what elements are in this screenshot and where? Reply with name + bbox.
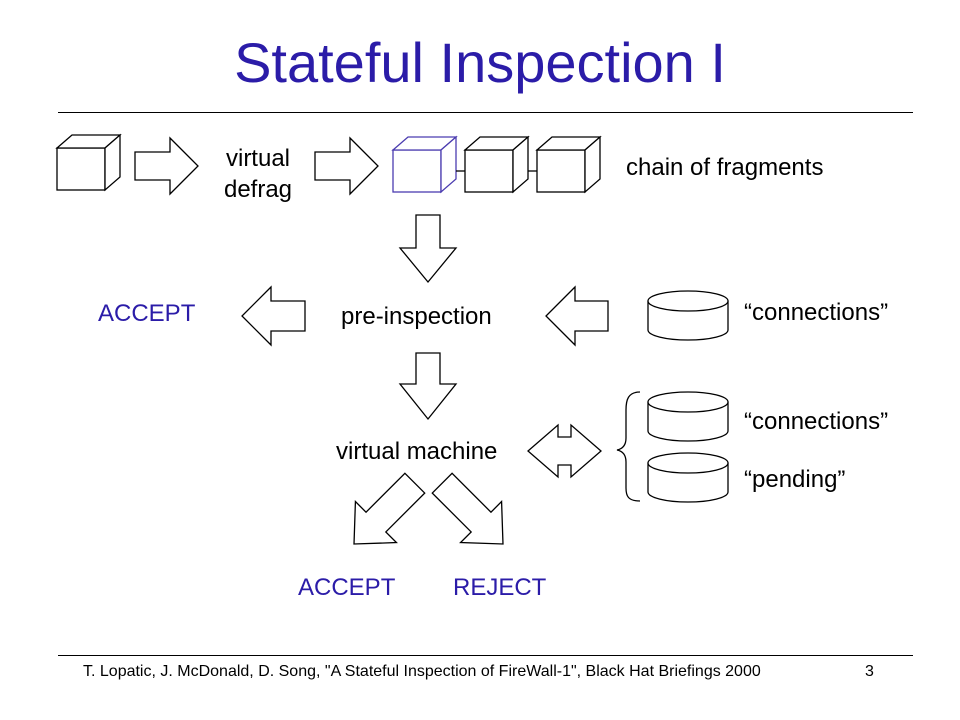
arrow-down-left-icon bbox=[353, 472, 426, 545]
virtual-machine-label: virtual machine bbox=[336, 438, 498, 465]
accept-label-bottom: ACCEPT bbox=[298, 574, 396, 601]
virtual-defrag-label-line2: defrag bbox=[223, 176, 293, 203]
slide-title: Stateful Inspection I bbox=[234, 31, 726, 94]
brace bbox=[616, 391, 641, 502]
footer-divider bbox=[58, 655, 913, 656]
chain-of-fragments-label: chain of fragments bbox=[626, 154, 824, 181]
fragment-cube-icon bbox=[535, 135, 602, 194]
arrow-down-right-icon bbox=[431, 472, 504, 545]
connections-database-icon bbox=[647, 290, 729, 341]
fragment-cube-icon bbox=[391, 135, 458, 194]
arrow-down-icon bbox=[398, 214, 458, 284]
pending-database-icon bbox=[647, 452, 729, 503]
accept-label-top: ACCEPT bbox=[98, 300, 196, 327]
reject-label: REJECT bbox=[453, 574, 547, 601]
pre-inspection-label: pre-inspection bbox=[341, 303, 492, 330]
connections-database-icon bbox=[647, 391, 729, 442]
fragment-cube-icon bbox=[463, 135, 530, 194]
packet-cube-icon bbox=[55, 133, 122, 192]
double-arrow-icon bbox=[527, 423, 602, 479]
title-divider bbox=[58, 112, 913, 113]
arrow-right-icon bbox=[314, 136, 379, 196]
connections-label: “connections” bbox=[744, 299, 889, 326]
connections-table-label: “connections” bbox=[744, 408, 889, 435]
arrow-down-icon bbox=[398, 352, 458, 421]
virtual-defrag-label-line1: virtual bbox=[225, 145, 291, 172]
arrow-right-icon bbox=[134, 136, 199, 196]
page-number: 3 bbox=[865, 663, 874, 680]
arrow-left-icon bbox=[241, 285, 306, 347]
arrow-left-icon bbox=[545, 285, 609, 347]
pending-table-label: “pending” bbox=[744, 466, 846, 493]
footer-citation: T. Lopatic, J. McDonald, D. Song, "A Sta… bbox=[83, 663, 761, 680]
